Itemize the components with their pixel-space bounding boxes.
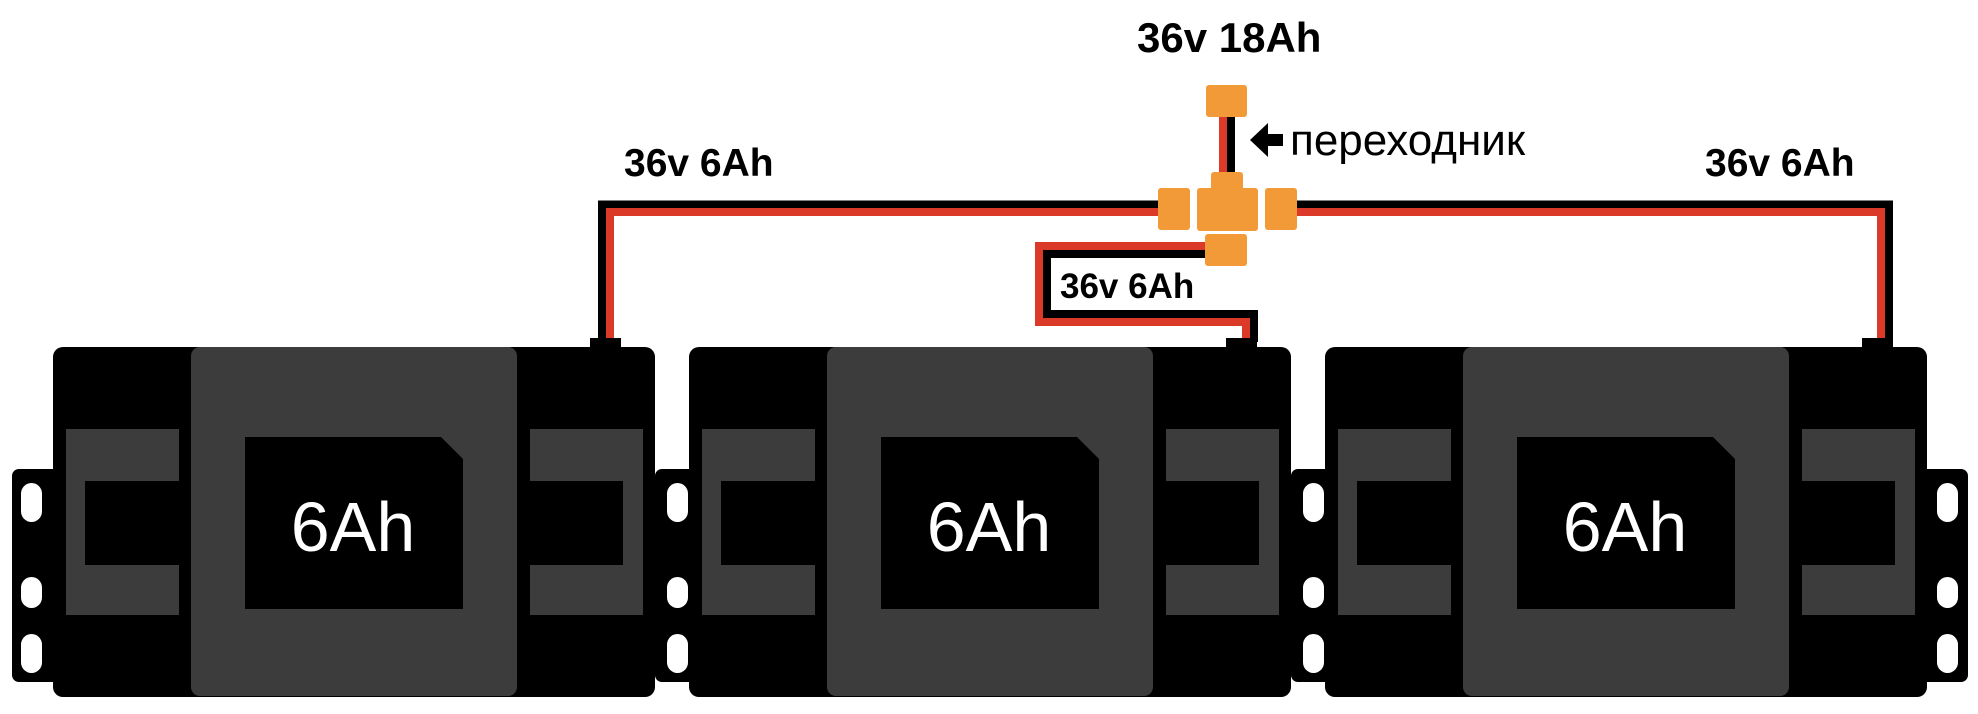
mounting-hole bbox=[21, 483, 42, 522]
battery-label-plate bbox=[1517, 437, 1735, 609]
middle-wire-negative bbox=[1043, 250, 1258, 342]
hub-center-block bbox=[1197, 188, 1258, 231]
mounting-tab-plate bbox=[12, 469, 63, 682]
adapter-hub bbox=[1158, 85, 1297, 266]
branch-label-left: 36v 6Ah bbox=[624, 142, 774, 185]
battery-label-plate bbox=[245, 437, 463, 609]
mounting-hole bbox=[1303, 577, 1324, 608]
mounting-hole bbox=[667, 483, 688, 522]
mounting-hole bbox=[1303, 483, 1324, 522]
right-wire-positive bbox=[1290, 208, 1885, 342]
output-wire-negative bbox=[1227, 112, 1235, 176]
branch-label-middle: 36v 6Ah bbox=[1060, 267, 1194, 306]
battery-bracket-right-cutout bbox=[1166, 481, 1259, 565]
mounting-hole bbox=[21, 634, 42, 673]
battery-terminal bbox=[590, 338, 621, 348]
battery-2: 6Ah bbox=[689, 338, 1291, 697]
bottom-connector bbox=[1205, 234, 1247, 266]
adapter-label: переходник bbox=[1290, 116, 1526, 165]
middle-wire-positive bbox=[1035, 242, 1250, 342]
mounting-hole bbox=[667, 577, 688, 608]
mounting-hole bbox=[1303, 634, 1324, 673]
output-wire-positive bbox=[1219, 112, 1227, 176]
mounting-tab-plate bbox=[655, 469, 699, 682]
wires bbox=[598, 112, 1893, 342]
output-pack-label: 36v 18Ah bbox=[1137, 14, 1321, 61]
battery-bracket-left-cutout bbox=[85, 481, 179, 565]
battery-3: 6Ah bbox=[1325, 338, 1927, 697]
left-wire-positive bbox=[606, 208, 1165, 342]
mounting-tab-plate bbox=[1291, 469, 1335, 682]
battery-capacity-label: 6Ah bbox=[1563, 488, 1688, 566]
mounting-hole bbox=[21, 577, 42, 608]
adapter-annotation: переходник bbox=[1250, 116, 1526, 165]
branch-label-right: 36v 6Ah bbox=[1705, 142, 1855, 185]
mounting-tab bbox=[1291, 469, 1335, 682]
hub-top-bump bbox=[1211, 172, 1243, 192]
mounting-tab bbox=[12, 469, 63, 682]
output-connector bbox=[1206, 85, 1247, 117]
mounting-hole bbox=[1937, 634, 1958, 673]
battery-label-plate bbox=[881, 437, 1099, 609]
battery-terminal bbox=[1226, 338, 1257, 348]
battery-terminal bbox=[1862, 338, 1893, 348]
mounting-hole bbox=[1937, 577, 1958, 608]
mounting-hole bbox=[667, 634, 688, 673]
arrow-left-icon bbox=[1250, 123, 1283, 157]
mounting-tab bbox=[1917, 469, 1968, 682]
left-connector bbox=[1158, 188, 1190, 230]
battery-bracket-right-cutout bbox=[530, 481, 623, 565]
battery-capacity-label: 6Ah bbox=[927, 488, 1052, 566]
mounting-tab bbox=[655, 469, 699, 682]
battery-bracket-right-cutout bbox=[1802, 481, 1895, 565]
battery-bracket-left-cutout bbox=[721, 481, 815, 565]
mounting-hole bbox=[1937, 483, 1958, 522]
right-connector bbox=[1265, 188, 1297, 230]
mounting-tab-plate bbox=[1917, 469, 1968, 682]
battery-row: 6Ah 6Ah 6Ah bbox=[12, 338, 1968, 697]
battery-bracket-left-cutout bbox=[1357, 481, 1451, 565]
right-wire-negative bbox=[1290, 200, 1893, 342]
battery-capacity-label: 6Ah bbox=[291, 488, 416, 566]
battery-1: 6Ah bbox=[53, 338, 655, 697]
left-wire-negative bbox=[598, 200, 1165, 342]
